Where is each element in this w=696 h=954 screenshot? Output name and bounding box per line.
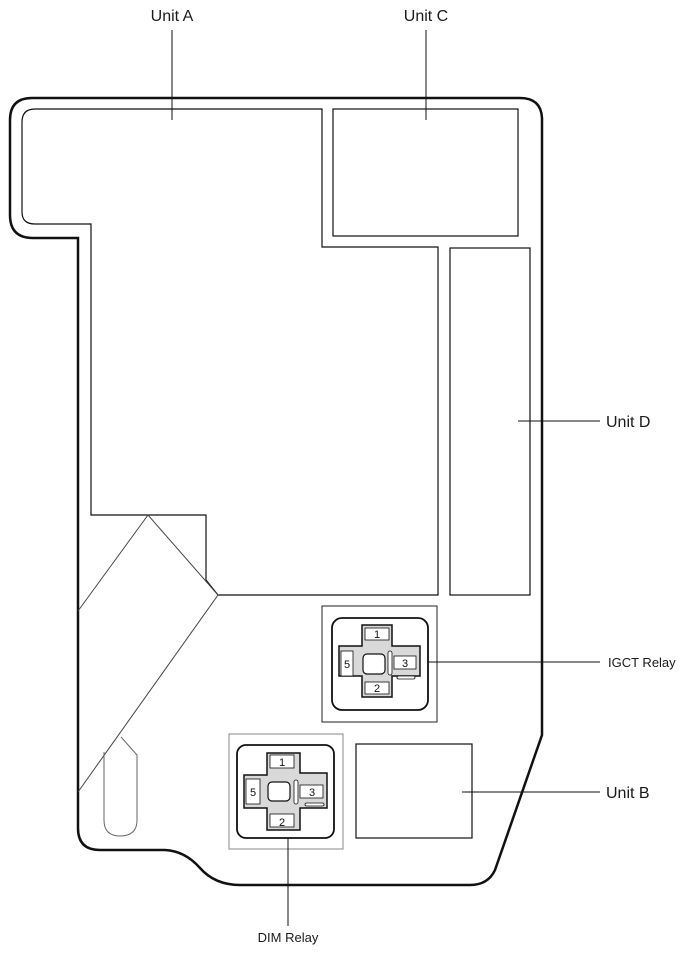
- leader-lines: [171, 30, 600, 926]
- label-unit-a: Unit A: [151, 8, 194, 25]
- unit-c-box: [332, 108, 519, 237]
- label-unit-b: Unit B: [606, 785, 650, 802]
- igct-pin-1: 1: [374, 629, 380, 641]
- slot-outline: [103, 736, 138, 837]
- igct-pin-5: 5: [344, 659, 350, 671]
- dim-pin-1: 1: [279, 757, 285, 769]
- unit-b-box: [355, 743, 473, 839]
- dim-pin-5: 5: [250, 787, 256, 799]
- unit-a-outline: [21, 108, 439, 596]
- label-unit-c: Unit C: [404, 8, 448, 25]
- housing-outline: [8, 96, 544, 887]
- igct-relay: 1 2 5 3: [321, 605, 438, 723]
- igct-pin-3: 3: [402, 658, 408, 670]
- igct-pin-2: 2: [374, 683, 380, 695]
- label-igct-relay: IGCT Relay: [608, 655, 676, 670]
- label-unit-d: Unit D: [606, 414, 650, 431]
- label-dim-relay: DIM Relay: [258, 930, 319, 945]
- dim-pin-3: 3: [309, 787, 315, 799]
- dim-pin-2: 2: [279, 817, 285, 829]
- diagonal-bracket: [77, 514, 219, 793]
- dim-relay: 1 2 5 3: [228, 733, 344, 850]
